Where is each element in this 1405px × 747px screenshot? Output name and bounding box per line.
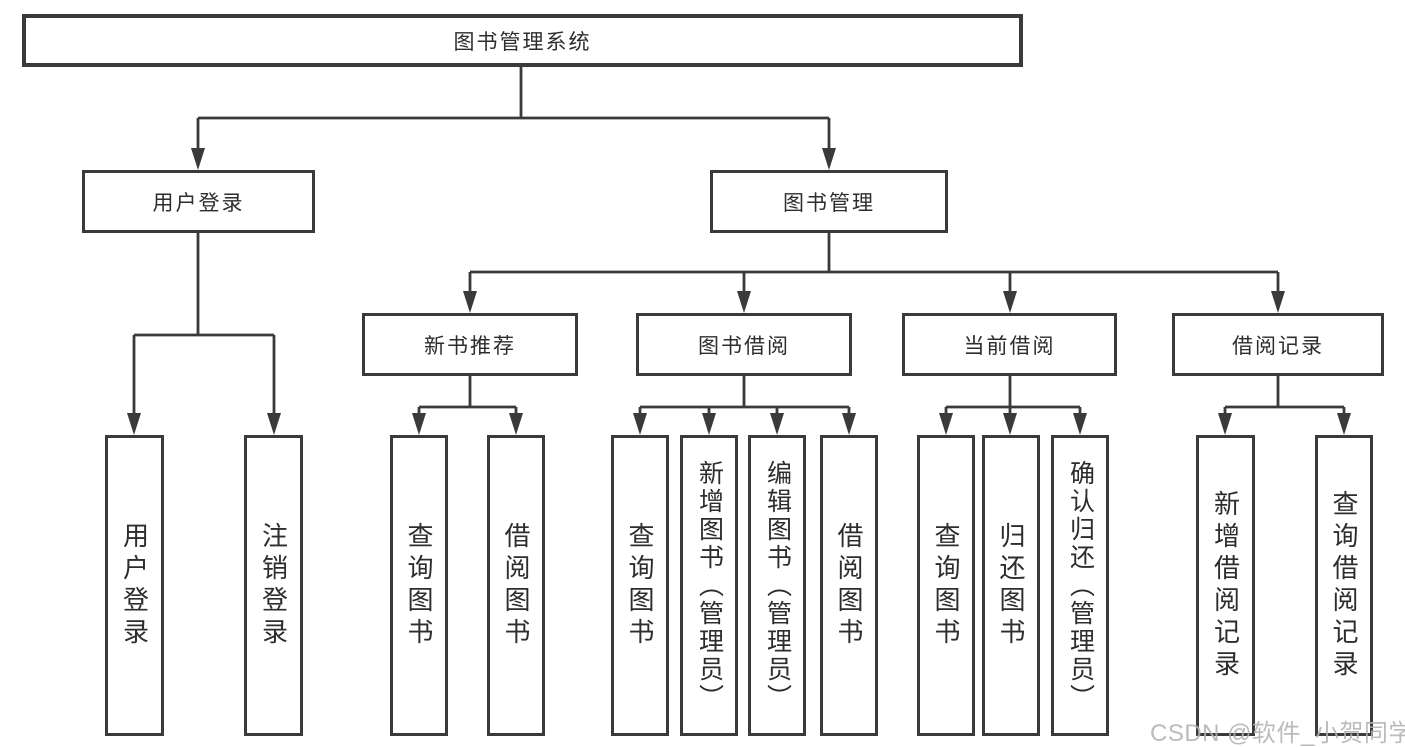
node-leaf-current-query-book: 查询图书 bbox=[917, 435, 975, 736]
node-leaf-return-book: 归还图书 bbox=[982, 435, 1040, 736]
leaf-label: 查询图书 bbox=[931, 521, 961, 650]
node-leaf-borrow-borrow-book: 借阅图书 bbox=[820, 435, 878, 736]
node-book-borrow: 图书借阅 bbox=[636, 313, 852, 376]
node-leaf-edit-book-admin: 编辑图书（管理员） bbox=[748, 435, 806, 736]
node-book-management: 图书管理 bbox=[710, 170, 948, 233]
node-root: 图书管理系统 bbox=[22, 14, 1023, 67]
node-leaf-query-borrow-record: 查询借阅记录 bbox=[1315, 435, 1373, 736]
leaf-label: 新增借阅记录 bbox=[1210, 489, 1241, 682]
leaf-label: 注销登录 bbox=[258, 521, 289, 650]
node-user-login: 用户登录 bbox=[82, 170, 315, 233]
leaf-label: 借阅图书 bbox=[501, 521, 531, 650]
leaf-label: 用户登录 bbox=[119, 521, 150, 650]
leaf-label: 查询图书 bbox=[404, 521, 434, 650]
node-leaf-logout: 注销登录 bbox=[244, 435, 303, 736]
node-leaf-add-book-admin: 新增图书（管理员） bbox=[680, 435, 738, 736]
leaf-label: 归还图书 bbox=[996, 521, 1026, 650]
leaf-label: 确认归还（管理员） bbox=[1066, 459, 1095, 712]
connectors-current-borrow-to-leaves bbox=[939, 376, 1087, 435]
connectors-root-to-level2 bbox=[191, 66, 836, 170]
leaf-label: 查询图书 bbox=[625, 521, 655, 650]
node-leaf-add-borrow-record: 新增借阅记录 bbox=[1196, 435, 1255, 736]
node-new-book-recommend: 新书推荐 bbox=[362, 313, 578, 376]
node-leaf-confirm-return-admin: 确认归还（管理员） bbox=[1051, 435, 1109, 736]
leaf-label: 借阅图书 bbox=[834, 521, 864, 650]
node-leaf-borrow-query-book: 查询图书 bbox=[611, 435, 669, 736]
node-leaf-recommend-borrow-book: 借阅图书 bbox=[487, 435, 545, 736]
leaf-label: 新增图书（管理员） bbox=[695, 459, 724, 712]
node-leaf-user-login: 用户登录 bbox=[105, 435, 164, 736]
node-borrow-record: 借阅记录 bbox=[1172, 313, 1384, 376]
connectors-book-borrow-to-leaves bbox=[633, 376, 856, 435]
node-leaf-recommend-query-book: 查询图书 bbox=[390, 435, 448, 736]
csdn-watermark: CSDN @软件_小贺同学 bbox=[1150, 720, 1405, 747]
connectors-borrow-record-to-leaves bbox=[1218, 376, 1351, 435]
leaf-label: 查询借阅记录 bbox=[1329, 489, 1359, 682]
connectors-book-management-to-level3 bbox=[463, 233, 1285, 313]
connectors-new-book-recommend-to-leaves bbox=[412, 376, 523, 435]
leaf-label: 编辑图书（管理员） bbox=[763, 459, 792, 712]
connectors-user-login-to-leaves bbox=[127, 233, 281, 435]
node-current-borrow: 当前借阅 bbox=[902, 313, 1117, 376]
